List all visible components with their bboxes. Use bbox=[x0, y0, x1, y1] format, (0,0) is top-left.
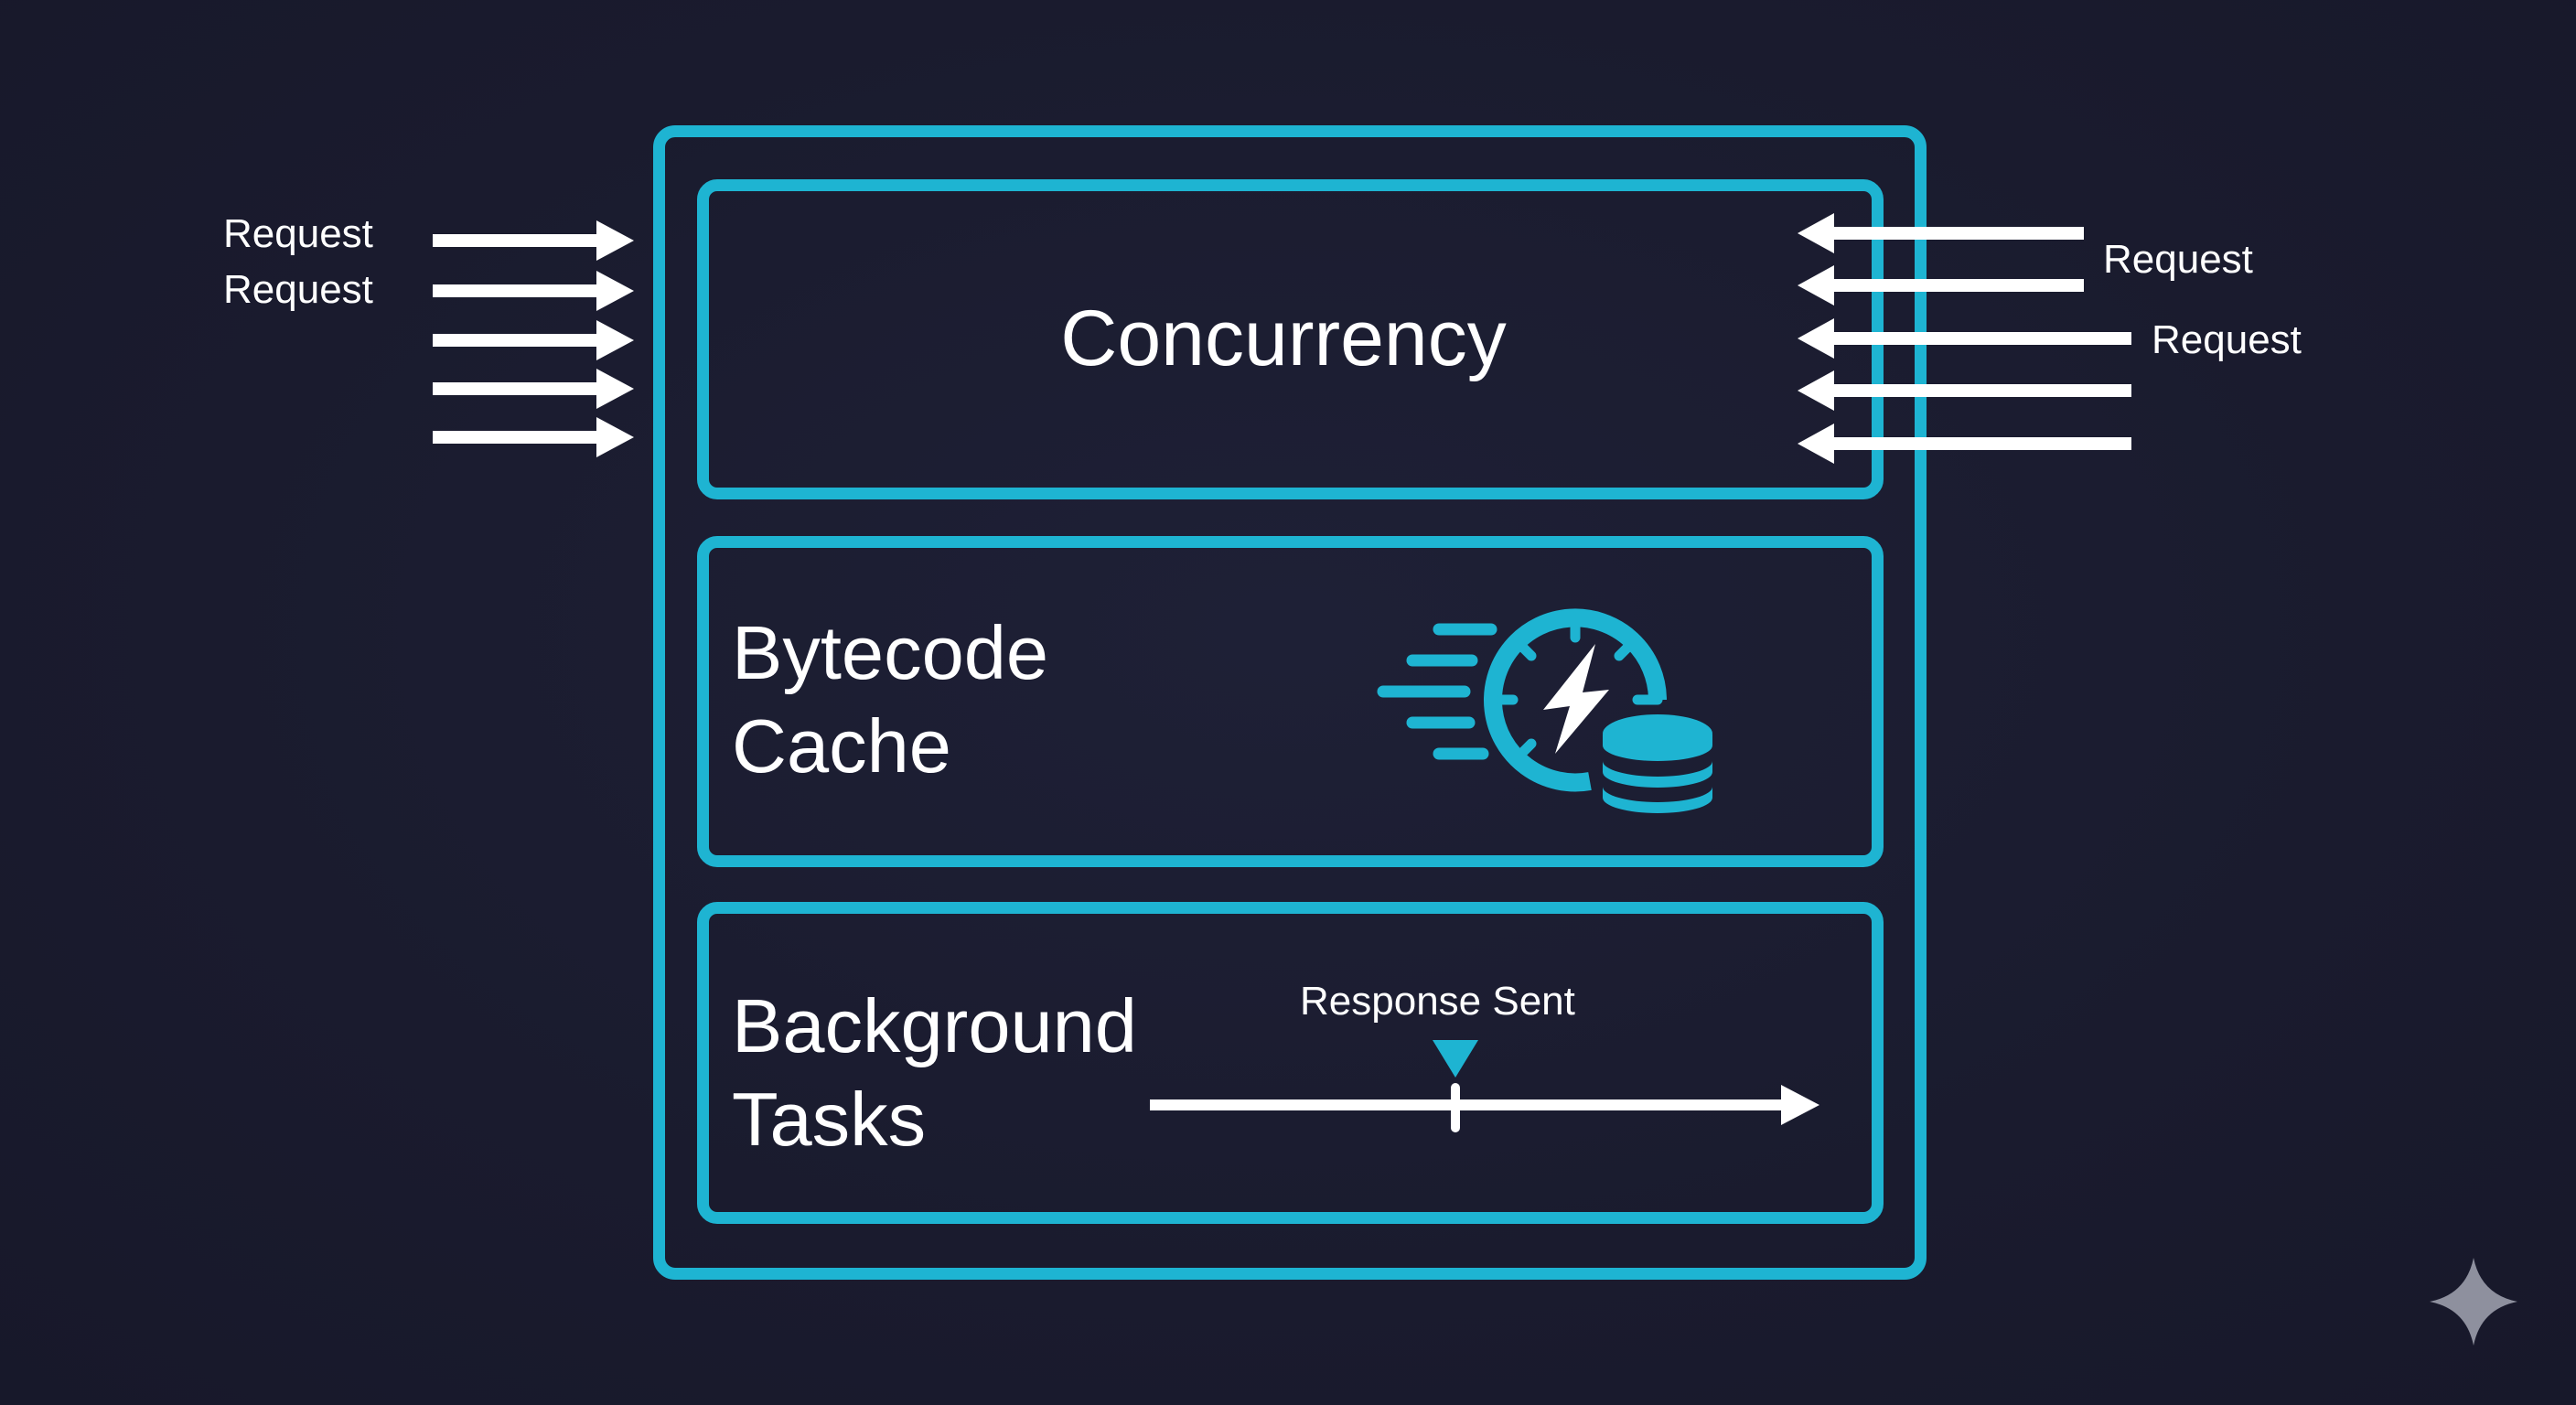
background-tasks-title-line: Background bbox=[732, 983, 1137, 1068]
stopwatch-dial-icon bbox=[1484, 608, 1667, 792]
background-tasks-title: Background Tasks bbox=[732, 980, 1137, 1166]
triangle-down-marker-icon bbox=[1433, 1040, 1478, 1078]
request-arrow-left bbox=[1798, 265, 2084, 306]
database-icon bbox=[1603, 714, 1712, 813]
bytecode-cache-title-line: Bytecode bbox=[732, 610, 1049, 695]
database-disc bbox=[1603, 761, 1712, 788]
request-arrow-left bbox=[1798, 370, 2131, 411]
speed-dial-database-icon bbox=[1377, 608, 1712, 813]
timeline bbox=[1150, 1040, 1819, 1132]
timeline-arrowhead-icon bbox=[1781, 1085, 1819, 1125]
request-arrow-left bbox=[1798, 318, 2131, 359]
bytecode-cache-title: Bytecode Cache bbox=[732, 606, 1048, 793]
right-request-arrows bbox=[1798, 213, 2131, 464]
dial-tick bbox=[1614, 642, 1633, 661]
bytecode-cache-section bbox=[697, 536, 1884, 867]
timeline-axis bbox=[1150, 1099, 1785, 1110]
background-tasks-section bbox=[697, 902, 1884, 1224]
dial-tick bbox=[1518, 642, 1537, 661]
concurrency-title-wrap: Concurrency bbox=[0, 299, 2576, 378]
response-sent-label: Response Sent bbox=[1300, 979, 1575, 1024]
request-arrow-right bbox=[433, 417, 634, 457]
request-arrow-left bbox=[1798, 213, 2084, 253]
database-top bbox=[1603, 714, 1712, 753]
left-request-arrows bbox=[433, 220, 634, 457]
database-disc bbox=[1603, 787, 1712, 813]
dial-tick bbox=[1518, 738, 1537, 757]
concurrency-title: Concurrency bbox=[1060, 295, 1507, 382]
request-arrow-right bbox=[433, 220, 634, 261]
bytecode-cache-title-line: Cache bbox=[732, 703, 951, 788]
concurrency-section bbox=[697, 179, 1884, 499]
dial-ring bbox=[1484, 608, 1667, 792]
request-arrow-right bbox=[433, 271, 634, 311]
sparkle-icon bbox=[2430, 1258, 2517, 1346]
request-arrow-left bbox=[1798, 424, 2131, 464]
background-tasks-title-line: Tasks bbox=[732, 1077, 927, 1162]
left-request-label: Request bbox=[223, 211, 373, 256]
request-arrow-right bbox=[433, 320, 634, 360]
request-arrow-right bbox=[433, 369, 634, 409]
right-request-label: Request bbox=[2103, 237, 2253, 282]
response-sent-tick bbox=[1451, 1083, 1460, 1132]
speed-lines-icon bbox=[1377, 623, 1497, 760]
lightning-bolt-icon bbox=[1543, 644, 1609, 754]
right-request-label: Request bbox=[2152, 317, 2302, 362]
server-container-box bbox=[653, 125, 1927, 1280]
left-request-label: Request bbox=[223, 267, 373, 312]
